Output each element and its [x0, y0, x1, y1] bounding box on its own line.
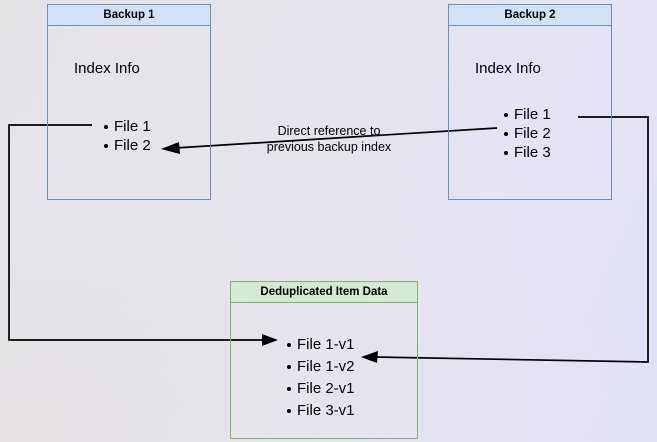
list-item: File 2: [104, 137, 151, 154]
list-item: File 1: [504, 106, 551, 123]
box-backup1-header: Backup 1: [47, 4, 211, 26]
box-backup1-body: [47, 26, 211, 200]
box-backup2[interactable]: Backup 2: [448, 4, 612, 200]
list-item: File 2-v1: [287, 378, 355, 400]
connector-direct-reference: [161, 127, 498, 154]
box-backup2-body: [448, 26, 612, 200]
connector-label-line-1: Direct reference to: [277, 124, 381, 138]
connector-backup1-to-dedup: [8, 124, 278, 346]
list-item: File 1-v1: [287, 334, 355, 356]
backup1-file-list: File 1 File 2: [100, 117, 151, 155]
box-dedup-body: [230, 303, 418, 439]
dedup-file-list: File 1-v1 File 1-v2 File 2-v1 File 3-v1: [283, 334, 355, 422]
box-dedup-header: Deduplicated Item Data: [230, 281, 418, 303]
connector-direct-reference-label: Direct reference to previous backup inde…: [253, 123, 405, 155]
backup2-index-info-label: Index Info: [475, 60, 541, 77]
list-item: File 1-v2: [287, 356, 355, 378]
box-backup1[interactable]: Backup 1: [47, 4, 211, 200]
list-item: File 3-v1: [287, 400, 355, 422]
connector-label-line-2: previous backup index: [266, 140, 392, 154]
list-item: File 2: [504, 125, 551, 142]
box-deduplicated-item-data[interactable]: Deduplicated Item Data: [230, 281, 418, 439]
backup2-file-list: File 1 File 2 File 3: [500, 105, 551, 162]
connector-backup2-to-dedup: [361, 116, 649, 363]
list-item: File 1: [104, 118, 151, 135]
box-backup2-header: Backup 2: [448, 4, 612, 26]
backup1-index-info-label: Index Info: [74, 60, 140, 77]
list-item: File 3: [504, 144, 551, 161]
